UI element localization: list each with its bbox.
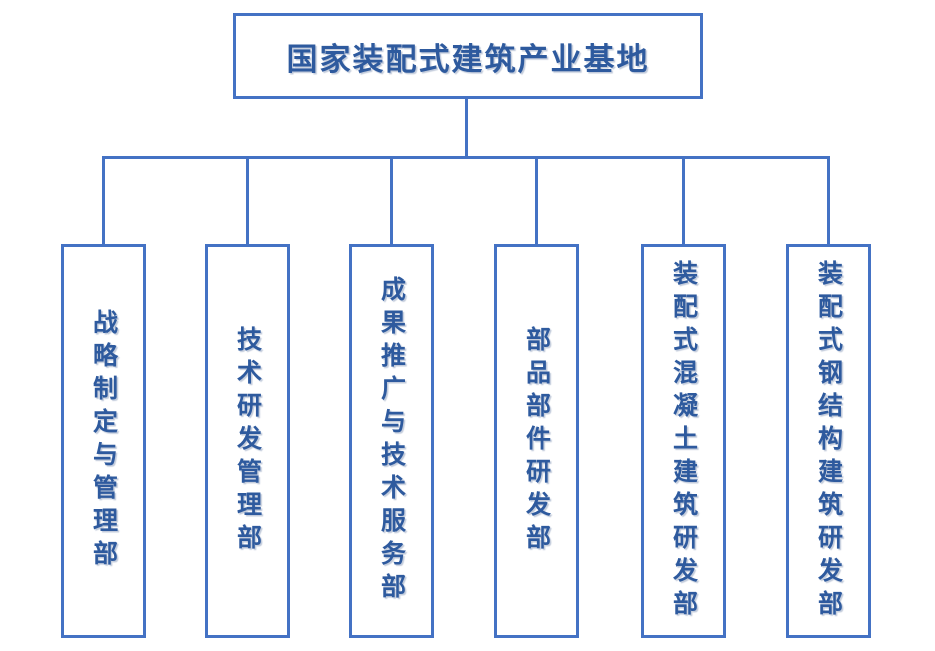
dept-label-promotion-tech-service: 成果推广与技术服务部 [377,276,406,606]
connector-drop-5 [681,156,685,244]
dept-label-tech-rd-management: 技术研发管理部 [233,325,262,557]
dept-node-precast-concrete-rd: 装配式混凝土建筑研发部 [640,244,726,638]
connector-stem [464,96,468,158]
org-root-label: 国家装配式建筑产业基地 [286,41,650,77]
org-root-node: 国家装配式建筑产业基地 [233,13,703,99]
connector-drop-1 [101,156,105,244]
dept-label-precast-concrete-rd: 装配式混凝土建筑研发部 [669,259,698,623]
connector-bar [101,156,830,159]
dept-node-parts-components-rd: 部品部件研发部 [493,244,579,638]
dept-node-tech-rd-management: 技术研发管理部 [204,244,290,638]
dept-label-parts-components-rd: 部品部件研发部 [522,325,551,557]
dept-label-strategy-management: 战略制定与管理部 [89,309,118,573]
connector-drop-2 [245,156,249,244]
dept-label-steel-structure-rd: 装配式钢结构建筑研发部 [814,259,843,623]
dept-node-steel-structure-rd: 装配式钢结构建筑研发部 [785,244,871,638]
connector-drop-6 [826,156,830,244]
connector-drop-3 [389,156,393,244]
dept-node-strategy-management: 战略制定与管理部 [60,244,146,638]
dept-node-promotion-tech-service: 成果推广与技术服务部 [348,244,434,638]
connector-drop-4 [534,156,538,244]
